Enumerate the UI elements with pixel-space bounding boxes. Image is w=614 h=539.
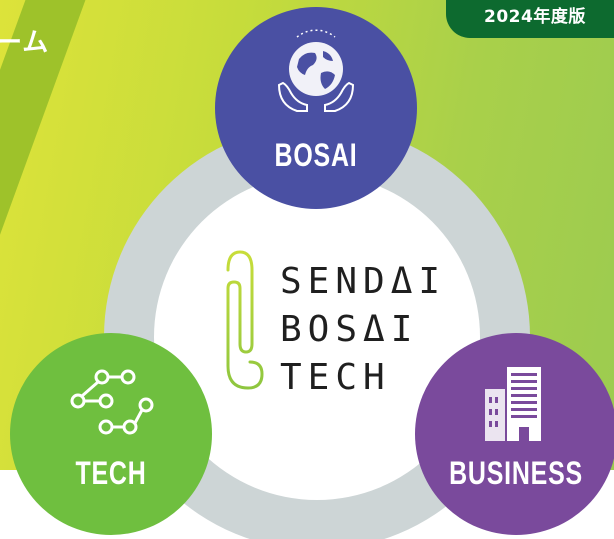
business-node: BUSINESS bbox=[415, 333, 614, 535]
logo-line-2: BOSΔI bbox=[280, 309, 419, 350]
sendai-bosai-tech-logo-mark bbox=[226, 250, 264, 390]
logo-line-1: SENDΔI bbox=[280, 261, 447, 302]
tech-label: TECH bbox=[75, 455, 147, 491]
buildings-icon bbox=[485, 367, 541, 441]
bosai-node: BOSAI bbox=[215, 7, 417, 209]
edition-badge: 2024年度版 bbox=[446, 0, 614, 38]
globe-in-hands-icon bbox=[277, 29, 355, 112]
logo-wordmark: SENDΔI BOSΔI TECH bbox=[280, 258, 446, 402]
bosai-label: BOSAI bbox=[274, 137, 358, 173]
logo-line-3: TECH bbox=[280, 357, 391, 398]
cropped-heading-text: ーム bbox=[0, 28, 50, 58]
tech-node: TECH bbox=[10, 333, 212, 535]
business-label: BUSINESS bbox=[449, 455, 583, 491]
network-nodes-icon bbox=[70, 369, 154, 435]
